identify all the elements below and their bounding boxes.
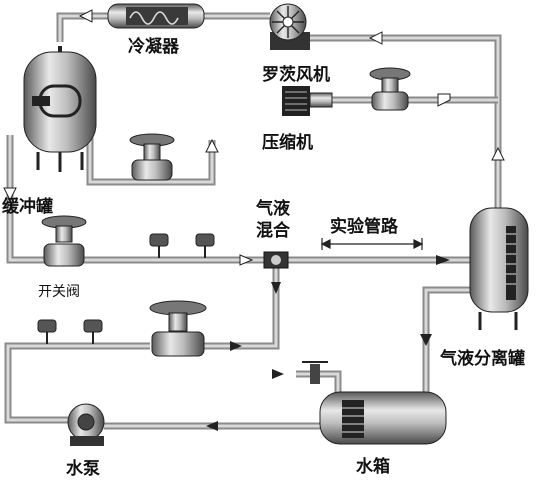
test-pipeline-label: 实验管路 (330, 216, 399, 237)
water-pump-label: 水泵 (66, 458, 100, 479)
separator-tank-label: 气液分离罐 (439, 348, 525, 369)
mixing-tee (263, 251, 289, 269)
water-pump (67, 403, 105, 446)
separator-tank (469, 207, 529, 330)
buffer-tank-label: 缓冲罐 (2, 196, 53, 217)
mixing-label-line1: 气液 (255, 198, 290, 219)
buffer-tank (23, 46, 97, 172)
control-valve-icon (149, 300, 207, 357)
control-valve-icon (41, 215, 87, 267)
test-pipeline-span (320, 238, 424, 250)
condenser (107, 3, 205, 29)
roots-blower (269, 3, 310, 50)
mixing-label-line2: 混合 (256, 220, 291, 241)
control-valve-icon (129, 133, 175, 181)
compressor-label: 压缩机 (262, 132, 313, 153)
faucet-icon (302, 361, 328, 384)
on-off-valve-label: 开关阀 (38, 284, 80, 300)
compressor (282, 86, 333, 116)
roots-blower-label: 罗茨风机 (262, 64, 330, 85)
control-valve-icon (369, 67, 411, 111)
water-tank (319, 391, 447, 445)
gauge-icon (37, 233, 215, 344)
condenser-label: 冷凝器 (128, 36, 180, 57)
arrow-icon (3, 9, 505, 431)
water-tank-label: 水箱 (356, 456, 390, 477)
